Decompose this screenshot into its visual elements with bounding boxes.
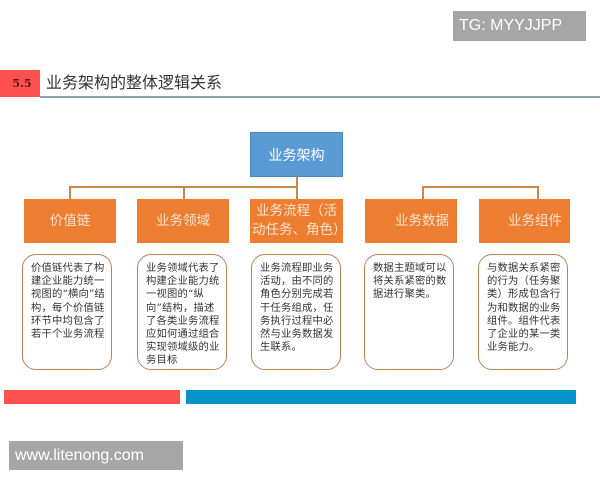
header-divider <box>40 96 600 98</box>
category-label: 业务领域 <box>156 212 210 229</box>
category-business-domain: 业务领域 <box>137 199 229 243</box>
watermark-tg: TG: MYYJJPP <box>453 11 586 41</box>
watermark-url: www.litenong.com <box>9 441 183 470</box>
connector-right-horizontal <box>422 186 538 188</box>
description-value-chain: 价值链代表了构建企业能力统一视图的“横向”结构，每个价值链环节中均包含了若干个业… <box>22 254 112 370</box>
description-business-data: 数据主题域可以将关系紧密的数据进行聚类。 <box>364 254 454 370</box>
description-business-domain: 业务领域代表了构建企业能力统一视图的“纵向”结构，描述了各类业务流程应如何通过组… <box>137 254 227 370</box>
category-label: 业务组件 <box>508 212 562 229</box>
root-node-label: 业务架构 <box>268 147 325 164</box>
footer-bar-red <box>4 390 180 404</box>
footer-bar-blue <box>186 390 576 404</box>
connector-drop-business-component <box>537 186 539 199</box>
connector-drop-business-domain <box>183 186 185 199</box>
connector-drop-value-chain <box>69 186 71 199</box>
section-number-badge: 5.5 <box>0 70 40 97</box>
page-title: 业务架构的整体逻辑关系 <box>46 73 223 92</box>
root-node-business-architecture: 业务架构 <box>250 132 343 177</box>
category-label: 业务数据 <box>395 212 449 229</box>
description-business-component: 与数据关系紧密的行为（任务聚类）形成包含行为和数据的业务组件。组件代表了企业的某… <box>478 254 568 370</box>
description-business-process: 业务流程即业务活动，由不同的角色分别完成若干任务组成，任务执行过程中必然与业务数… <box>251 254 341 370</box>
connector-drop-business-data <box>422 186 424 199</box>
category-label: 业务流程（活动任务、角色） <box>252 203 347 238</box>
connector-root-drop <box>296 177 298 199</box>
category-business-component: 业务组件 <box>479 199 570 243</box>
category-label: 价值链 <box>49 212 91 229</box>
category-business-process: 业务流程（活动任务、角色） <box>250 199 347 243</box>
category-value-chain: 价值链 <box>24 199 116 243</box>
category-business-data: 业务数据 <box>365 199 457 243</box>
